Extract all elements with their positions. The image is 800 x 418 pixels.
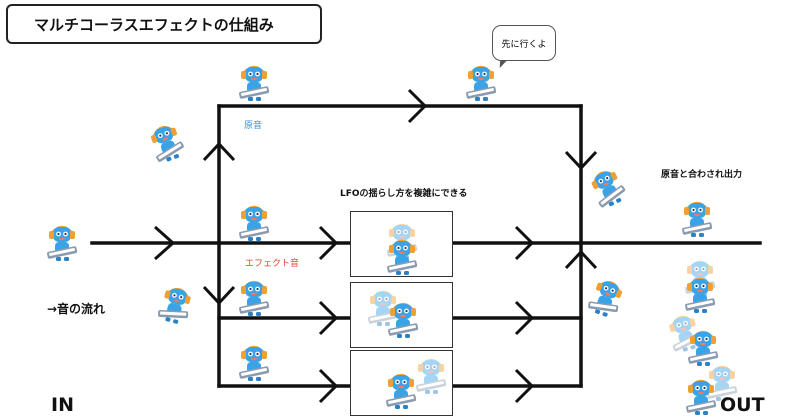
speech-bubble-text: 先に行くよ: [501, 39, 547, 50]
robot-box1-icon: [385, 239, 419, 276]
robot-effect-2-icon: [237, 280, 271, 317]
lfo-note-label: LFOの揺らし方を複雑にできる: [340, 189, 468, 199]
signal-flow-legend: →音の流れ: [47, 302, 106, 316]
robot-input-icon: [45, 225, 79, 262]
robot-effect-3-icon: [237, 345, 271, 382]
robot-box3-ghost-icon: [414, 358, 448, 395]
arrow-original: [407, 88, 428, 124]
arrow-effect-3-out: [514, 368, 535, 404]
arrow-effect-1: [318, 225, 339, 261]
arrow-effect-3: [318, 368, 339, 404]
output-label: OUT: [720, 394, 765, 416]
input-label: IN: [51, 394, 74, 416]
diagram-title: マルチコーラスエフェクトの仕組み: [34, 15, 274, 34]
arrow-main-in: [154, 225, 176, 261]
robot-box3-icon: [384, 373, 418, 410]
robot-box2-icon: [386, 302, 420, 339]
mixed-output-label: 原音と合わされ出力: [661, 170, 743, 180]
robot-running-ahead-icon: [464, 65, 498, 102]
original-sound-label: 原音: [244, 121, 263, 131]
effect-sound-label: エフェクト音: [245, 259, 300, 269]
title-box: マルチコーラスエフェクトの仕組み: [6, 4, 322, 44]
arrow-effect-1-out: [514, 225, 535, 261]
speech-bubble: 先に行くよ: [492, 25, 556, 61]
arrow-effect-2-out: [514, 300, 535, 336]
arrow-up-merge: [564, 249, 598, 270]
arrow-up-split: [202, 141, 236, 162]
arrow-effect-2: [318, 300, 339, 336]
robot-output-4-icon: [684, 379, 718, 416]
robot-effect-path-icon: [237, 205, 271, 242]
arrow-down-merge: [564, 150, 598, 171]
robot-output-icon: [680, 201, 714, 238]
arrow-down-split: [202, 285, 236, 306]
robot-original-top-icon: [237, 65, 271, 102]
